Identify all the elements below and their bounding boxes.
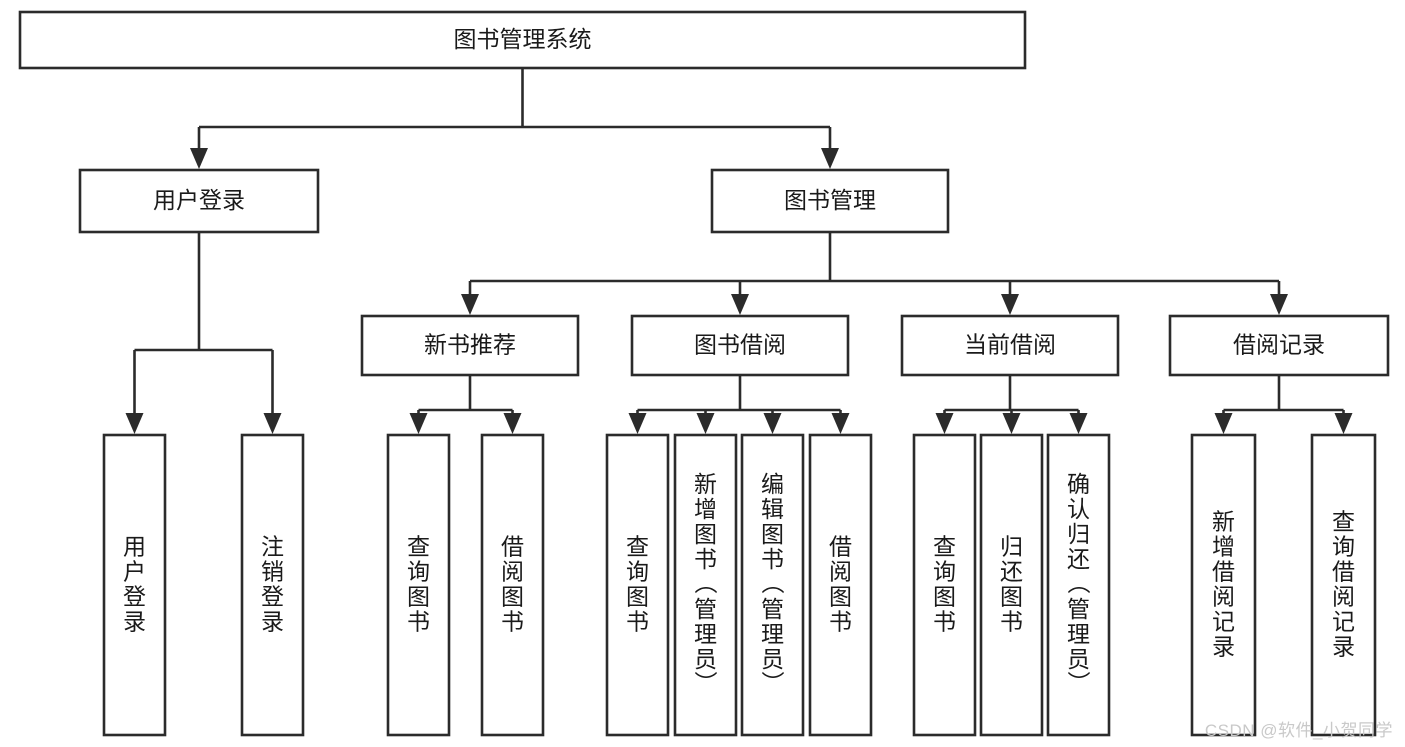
- node-label-current-borrow: 当前借阅: [964, 332, 1056, 358]
- node-box-current-borrow: [900, 314, 1120, 377]
- node-leaf-borrow-book-2[interactable]: 借阅图书: [808, 433, 873, 737]
- node-label-leaf-return-book: 归还图书: [1000, 534, 1023, 635]
- node-box-leaf-query-record: [1310, 433, 1377, 737]
- node-label-leaf-query-book-2: 查询图书: [626, 534, 649, 635]
- node-box-user-login: [78, 168, 320, 234]
- node-root[interactable]: 图书管理系统: [18, 10, 1027, 70]
- node-box-new-book-rec: [360, 314, 580, 377]
- arrow-head-user-login: [190, 148, 208, 169]
- node-book-borrow[interactable]: 图书借阅: [630, 314, 850, 377]
- arrow-head-leaf-query-record: [1334, 413, 1353, 434]
- arrow-head-leaf-borrow-book-2: [831, 413, 850, 434]
- node-label-leaf-add-book: 新增图书（管理员）: [694, 471, 718, 697]
- node-leaf-borrow-book-1[interactable]: 借阅图书: [480, 433, 545, 737]
- node-leaf-edit-book[interactable]: 编辑图书（管理员）: [740, 433, 805, 737]
- node-box-leaf-add-record: [1190, 433, 1257, 737]
- node-box-leaf-query-book-1: [386, 433, 451, 737]
- edge-group-borrow-record: [1214, 375, 1353, 434]
- arrow-head-current-borrow: [1001, 294, 1019, 315]
- node-current-borrow[interactable]: 当前借阅: [900, 314, 1120, 377]
- arrow-head-leaf-query-book-2: [628, 413, 647, 434]
- arrow-head-leaf-borrow-book-1: [503, 413, 522, 434]
- arrow-head-leaf-edit-book: [763, 413, 782, 434]
- node-box-book-borrow: [630, 314, 850, 377]
- node-leaf-add-book[interactable]: 新增图书（管理员）: [673, 433, 738, 737]
- node-new-book-rec[interactable]: 新书推荐: [360, 314, 580, 377]
- node-label-book-borrow: 图书借阅: [694, 332, 786, 358]
- node-user-login[interactable]: 用户登录: [78, 168, 320, 234]
- connector-layer: [125, 68, 1353, 434]
- arrow-head-new-book-rec: [461, 294, 479, 315]
- arrow-head-leaf-return-book: [1002, 413, 1021, 434]
- arrow-head-leaf-logout: [263, 413, 282, 434]
- arrow-head-leaf-query-book-1: [409, 413, 428, 434]
- node-label-root: 图书管理系统: [454, 26, 592, 52]
- node-label-leaf-borrow-book-1: 借阅图书: [501, 534, 524, 635]
- node-leaf-return-book[interactable]: 归还图书: [979, 433, 1044, 737]
- edge-group-new-book-rec: [409, 375, 522, 434]
- node-box-borrow-record: [1168, 314, 1390, 377]
- node-box-leaf-edit-book: [740, 433, 805, 737]
- node-leaf-query-book-3[interactable]: 查询图书: [912, 433, 977, 737]
- node-layer: 图书管理系统用户登录图书管理新书推荐图书借阅当前借阅借阅记录用户登录注销登录查询…: [18, 10, 1390, 737]
- edge-group-root: [190, 68, 839, 169]
- arrow-head-borrow-record: [1270, 294, 1288, 315]
- edge-group-current-borrow: [935, 375, 1088, 434]
- node-box-leaf-logout: [240, 433, 305, 737]
- node-label-leaf-confirm-return: 确认归还（管理员）: [1067, 471, 1091, 697]
- node-leaf-user-login[interactable]: 用户登录: [102, 433, 167, 737]
- node-box-leaf-confirm-return: [1046, 433, 1111, 737]
- node-label-leaf-query-record: 查询借阅记录: [1332, 509, 1355, 660]
- arrow-head-book-borrow: [731, 294, 749, 315]
- node-label-borrow-record: 借阅记录: [1233, 332, 1325, 358]
- arrow-head-leaf-user-login: [125, 413, 144, 434]
- node-leaf-query-record[interactable]: 查询借阅记录: [1310, 433, 1377, 737]
- edge-group-book-manage: [461, 232, 1288, 315]
- node-label-book-manage: 图书管理: [784, 187, 876, 213]
- node-leaf-logout[interactable]: 注销登录: [240, 433, 305, 737]
- node-label-user-login: 用户登录: [153, 187, 245, 213]
- node-leaf-query-book-2[interactable]: 查询图书: [605, 433, 670, 737]
- node-label-leaf-user-login: 用户登录: [123, 534, 146, 635]
- node-box-root: [18, 10, 1027, 70]
- arrow-head-leaf-query-book-3: [935, 413, 954, 434]
- edge-group-user-login: [125, 232, 282, 434]
- edge-group-book-borrow: [628, 375, 850, 434]
- node-book-manage[interactable]: 图书管理: [710, 168, 950, 234]
- node-leaf-add-record[interactable]: 新增借阅记录: [1190, 433, 1257, 737]
- node-label-leaf-query-book-1: 查询图书: [407, 534, 430, 635]
- node-label-leaf-edit-book: 编辑图书（管理员）: [761, 471, 785, 697]
- node-box-leaf-user-login: [102, 433, 167, 737]
- node-leaf-confirm-return[interactable]: 确认归还（管理员）: [1046, 433, 1111, 737]
- node-box-leaf-return-book: [979, 433, 1044, 737]
- node-box-leaf-add-book: [673, 433, 738, 737]
- node-borrow-record[interactable]: 借阅记录: [1168, 314, 1390, 377]
- node-box-leaf-borrow-book-1: [480, 433, 545, 737]
- arrow-head-leaf-add-book: [696, 413, 715, 434]
- node-box-leaf-borrow-book-2: [808, 433, 873, 737]
- arrow-head-leaf-confirm-return: [1069, 413, 1088, 434]
- node-box-leaf-query-book-3: [912, 433, 977, 737]
- arrow-head-book-manage: [821, 148, 839, 169]
- node-label-leaf-query-book-3: 查询图书: [933, 534, 956, 635]
- node-label-leaf-borrow-book-2: 借阅图书: [829, 534, 852, 635]
- node-label-leaf-add-record: 新增借阅记录: [1212, 509, 1235, 660]
- node-box-book-manage: [710, 168, 950, 234]
- node-leaf-query-book-1[interactable]: 查询图书: [386, 433, 451, 737]
- arrow-head-leaf-add-record: [1214, 413, 1233, 434]
- node-box-leaf-query-book-2: [605, 433, 670, 737]
- node-label-new-book-rec: 新书推荐: [424, 332, 516, 358]
- node-label-leaf-logout: 注销登录: [261, 534, 284, 635]
